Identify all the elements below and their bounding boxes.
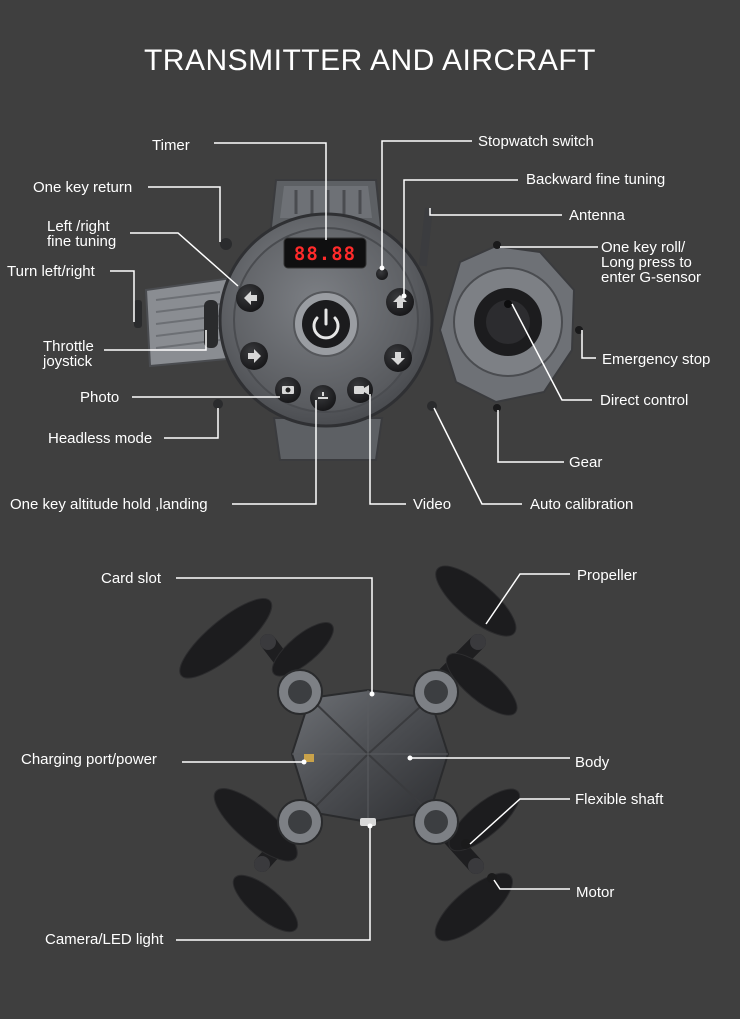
label-headless-mode: Headless mode [48, 430, 153, 447]
label-backward-fine-tuning: Backward fine tuning [526, 171, 666, 188]
label-direct-control: Direct control [600, 392, 689, 409]
label-body: Body [575, 754, 610, 771]
label-flexible-shaft: Flexible shaft [575, 791, 664, 808]
label-auto-calibration: Auto calibration [530, 496, 634, 513]
led-timer-display: 88.88 [294, 243, 356, 265]
label-video: Video [413, 496, 452, 513]
label-emergency-stop: Emergency stop [602, 351, 711, 368]
label-propeller: Propeller [577, 567, 638, 584]
label-card-slot: Card slot [101, 570, 162, 587]
aircraft-illustration [179, 565, 521, 942]
transmitter-illustration [134, 179, 583, 461]
page-title: TRANSMITTER AND AIRCRAFT [143, 44, 597, 77]
label-photo: Photo [80, 389, 120, 406]
label-timer: Timer [152, 137, 190, 154]
label-stopwatch-switch: Stopwatch switch [478, 133, 594, 150]
label-charging-port: Charging port/power [21, 751, 157, 768]
label-antenna: Antenna [569, 207, 625, 224]
label-one-key-return: One key return [33, 179, 133, 196]
label-gear: Gear [569, 454, 603, 471]
label-left-right-fine-tuning: Left /right fine tuning [47, 218, 117, 250]
label-one-key-altitude-hold: One key altitude hold ,landing [10, 496, 208, 513]
label-throttle-joystick: Throttle joystick [43, 338, 94, 370]
leader-lines [104, 140, 598, 941]
label-turn-left-right: Turn left/right [7, 263, 95, 280]
label-camera-led-light: Camera/LED light [45, 931, 164, 948]
label-one-key-roll: One key roll/ Long press to enter G-sens… [601, 239, 702, 286]
label-motor: Motor [576, 884, 615, 901]
